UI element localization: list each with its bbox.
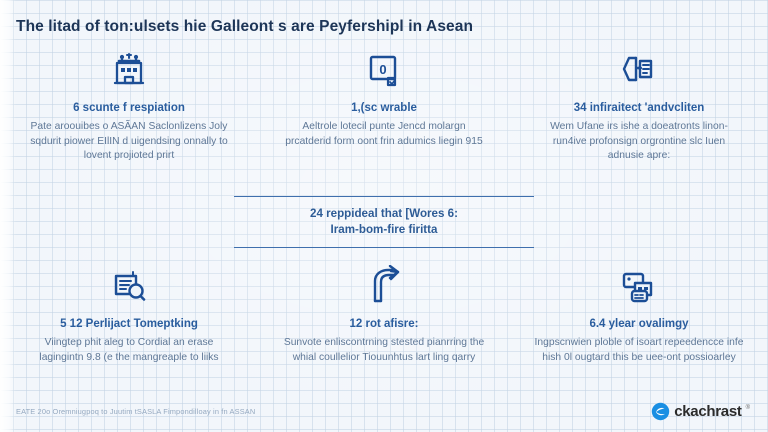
card-heading: 34 infiraitect 'andvcliten <box>573 102 705 114</box>
card-body: Ingpscnwien ploble of isoart repeedencce… <box>534 336 744 363</box>
card-row-bottom: 5 12 Perlijact Tomeptking Viingtep phit … <box>0 262 768 365</box>
center-callout: 24 reppideal that [Wores 6: Iram-bom-fir… <box>234 196 534 248</box>
document-search-icon <box>110 262 148 310</box>
handshake-contract-icon <box>620 46 658 94</box>
card-item: 6.4 ylear ovalimgy Ingpscnwien ploble of… <box>524 262 754 365</box>
bank-building-icon <box>110 46 148 94</box>
footer-source-note: EATE 20o Oremniugpoq to Juutim tSASLA Fi… <box>16 407 256 416</box>
card-heading: 12 rot afisre: <box>349 318 419 330</box>
card-item: 0 1,(sc wrable Aeltrole lotecil punte Je… <box>269 46 499 164</box>
card-item: 6 scunte f respiation Pate aroouibes o A… <box>14 46 244 164</box>
card-body: Aeltrole lotecil punte Jencd molargn prc… <box>285 120 483 147</box>
callout-rule-top <box>234 196 534 197</box>
card-heading: 6 scunte f respiation <box>73 102 185 114</box>
card-item: 5 12 Perlijact Tomeptking Viingtep phit … <box>14 262 244 365</box>
card-body: Pate aroouibes o ASÃAN Saclonlizens Joly… <box>30 120 228 162</box>
svg-text:0: 0 <box>379 62 386 77</box>
page-title: The litad of ton:ulsets hie Galleont s a… <box>16 18 474 35</box>
brand-logo: ckachrast ® <box>651 402 750 421</box>
document-zero-icon: 0 <box>366 46 402 94</box>
card-item: 12 rot afisre: Sunvote enliscontrning st… <box>269 262 499 365</box>
card-payment-icon <box>620 262 658 310</box>
card-heading: 6.4 ylear ovalimgy <box>589 318 689 330</box>
card-body: Wem Ufane irs ishe a doeatronts linon-ru… <box>550 120 728 162</box>
card-body: Sunvote enliscontrning stested pianrring… <box>283 336 485 363</box>
card-item: 34 infiraitect 'andvcliten Wem Ufane irs… <box>524 46 754 164</box>
brand-mark-icon <box>652 402 670 421</box>
card-heading: 5 12 Perlijact Tomeptking <box>60 318 198 330</box>
callout-rule-bottom <box>234 246 534 248</box>
callout-text: 24 reppideal that [Wores 6: Iram-bom-fir… <box>234 197 534 247</box>
card-body: Viingtep phit aleg to Cordial an erase l… <box>39 336 219 363</box>
callout-line-2: Iram-bom-fire firitta <box>330 223 438 237</box>
brand-name: ckachrast <box>674 403 742 420</box>
card-heading: 1,(sc wrable <box>351 102 417 114</box>
callout-line-1: 24 reppideal that [Wores 6: <box>310 207 458 220</box>
card-row-top: 6 scunte f respiation Pate aroouibes o A… <box>0 46 768 164</box>
curved-arrow-icon <box>365 262 403 310</box>
brand-trademark: ® <box>745 405 750 411</box>
